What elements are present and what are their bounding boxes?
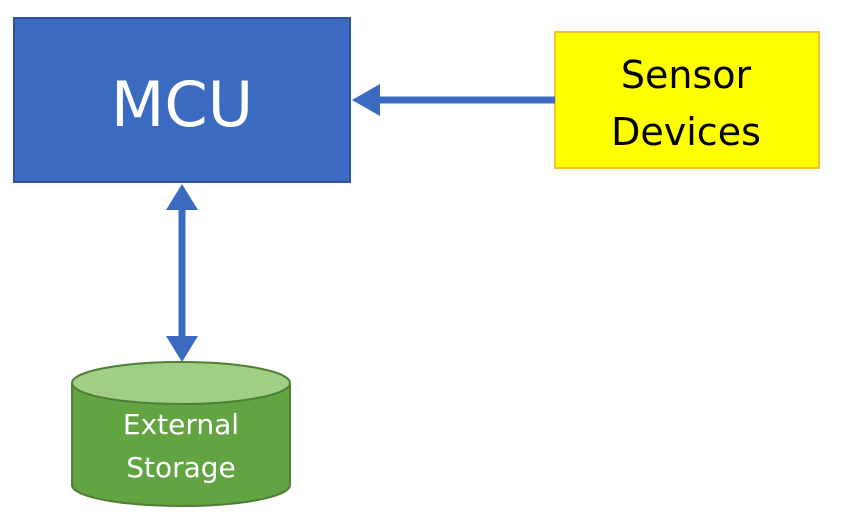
storage-cylinder-top — [71, 361, 291, 405]
arrow-sensor-to-mcu-head — [352, 84, 380, 116]
external-storage-label-line2: Storage — [126, 451, 236, 484]
sensor-devices-label-line2: Devices — [611, 110, 761, 154]
arrow-mcu-storage-head-up — [166, 184, 198, 210]
arrow-mcu-storage — [166, 184, 198, 362]
sensor-devices-box — [554, 31, 820, 169]
mcu-box — [13, 17, 351, 183]
sensor-devices-label-line1: Sensor — [621, 53, 752, 97]
arrow-sensor-to-mcu — [352, 84, 555, 116]
external-storage-node: External Storage — [71, 361, 291, 507]
mcu-label: MCU — [111, 68, 253, 141]
external-storage-label-line1: External — [123, 408, 239, 441]
mcu-node: MCU — [13, 17, 351, 183]
storage-cylinder-body — [71, 383, 291, 507]
arrow-mcu-storage-head-down — [166, 336, 198, 362]
sensor-devices-node: Sensor Devices — [554, 31, 820, 169]
